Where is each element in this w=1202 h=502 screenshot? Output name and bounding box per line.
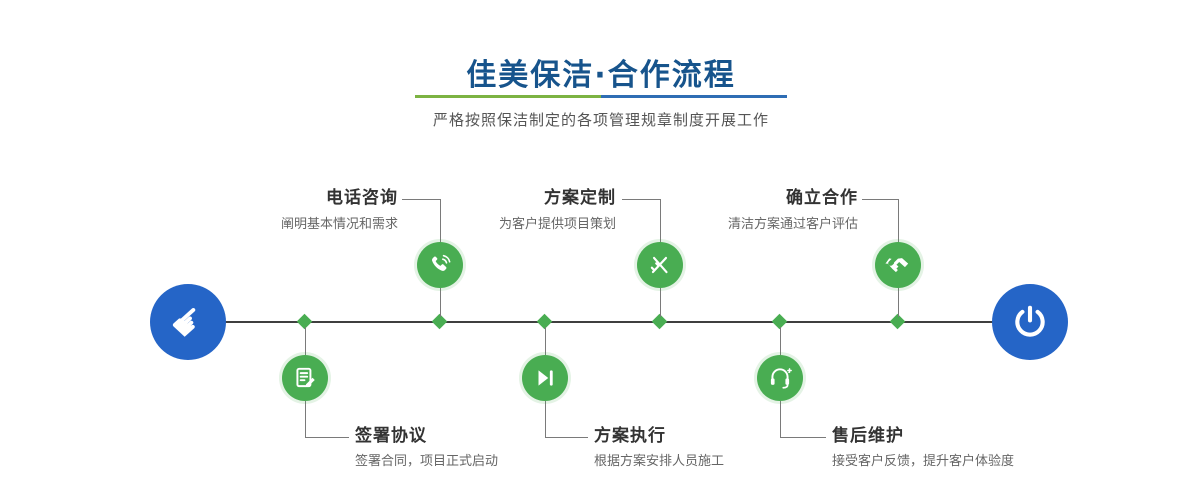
step-desc: 阐明基本情况和需求: [280, 217, 398, 232]
connector-line: [622, 199, 660, 200]
divider-blue-segment: [601, 95, 787, 98]
headset-icon: [770, 368, 792, 389]
connector-line: [862, 199, 898, 200]
timeline-end-node: [992, 284, 1068, 360]
connector-line: [440, 288, 441, 317]
step-node-design: [637, 242, 683, 288]
power-icon: [1015, 305, 1045, 337]
connector-line: [440, 199, 441, 243]
phone-icon: [432, 254, 451, 271]
timeline-start-node: ☛: [150, 284, 226, 360]
step-node-service: [757, 355, 803, 401]
connector-line: [780, 401, 781, 437]
step-text-phone: 电话咨询 阐明基本情况和需求: [281, 188, 398, 233]
handshake-icon: [885, 258, 909, 273]
connector-line: [780, 327, 781, 355]
connector-line: [898, 288, 899, 317]
step-desc: 接受客户反馈，提升客户体验度: [832, 454, 1015, 469]
step-title: 售后维护: [832, 426, 904, 446]
connector-line: [305, 437, 349, 438]
step-node-handshake: [875, 242, 921, 288]
connector-line: [545, 401, 546, 437]
divider-green-segment: [415, 95, 601, 98]
page-subtitle: 严格按照保洁制定的各项管理规章制度开展工作: [432, 111, 769, 129]
step-text-service: 售后维护 接受客户反馈，提升客户体验度: [832, 427, 1014, 470]
connector-line: [305, 327, 306, 355]
page-title: 佳美保洁·合作流程: [466, 58, 736, 93]
step-text-cooperation: 确立合作 清洁方案通过客户评估: [728, 188, 858, 233]
step-desc: 签署合同，项目正式启动: [355, 454, 499, 469]
step-title: 方案定制: [544, 188, 616, 208]
connector-line: [898, 199, 899, 243]
connector-line: [305, 401, 306, 437]
connector-line: [660, 288, 661, 317]
connector-line: [545, 327, 546, 355]
step-node-execute: [522, 355, 568, 401]
step-text-contract: 签署协议 签署合同，项目正式启动: [355, 427, 498, 470]
step-desc: 清洁方案通过客户评估: [727, 217, 858, 232]
step-node-phone: [417, 242, 463, 288]
hand-pointer-icon: ☛: [160, 294, 216, 350]
connector-line: [402, 199, 440, 200]
step-title: 签署协议: [355, 426, 427, 446]
step-title: 确立合作: [786, 188, 858, 208]
connector-line: [545, 437, 588, 438]
design-tools-icon: [650, 256, 668, 274]
timeline-line: [212, 321, 1004, 323]
connector-line: [780, 437, 826, 438]
play-forward-icon: [538, 370, 553, 386]
step-text-execute: 方案执行 根据方案安排人员施工: [594, 427, 724, 470]
step-desc: 根据方案安排人员施工: [594, 454, 725, 469]
connector-line: [660, 199, 661, 243]
step-title: 电话咨询: [326, 188, 398, 208]
contract-icon: [296, 367, 315, 388]
step-text-design: 方案定制 为客户提供项目策划: [499, 188, 616, 233]
step-desc: 为客户提供项目策划: [498, 217, 616, 232]
step-node-contract: [282, 355, 328, 401]
title-divider: [415, 95, 787, 98]
step-title: 方案执行: [594, 426, 666, 446]
